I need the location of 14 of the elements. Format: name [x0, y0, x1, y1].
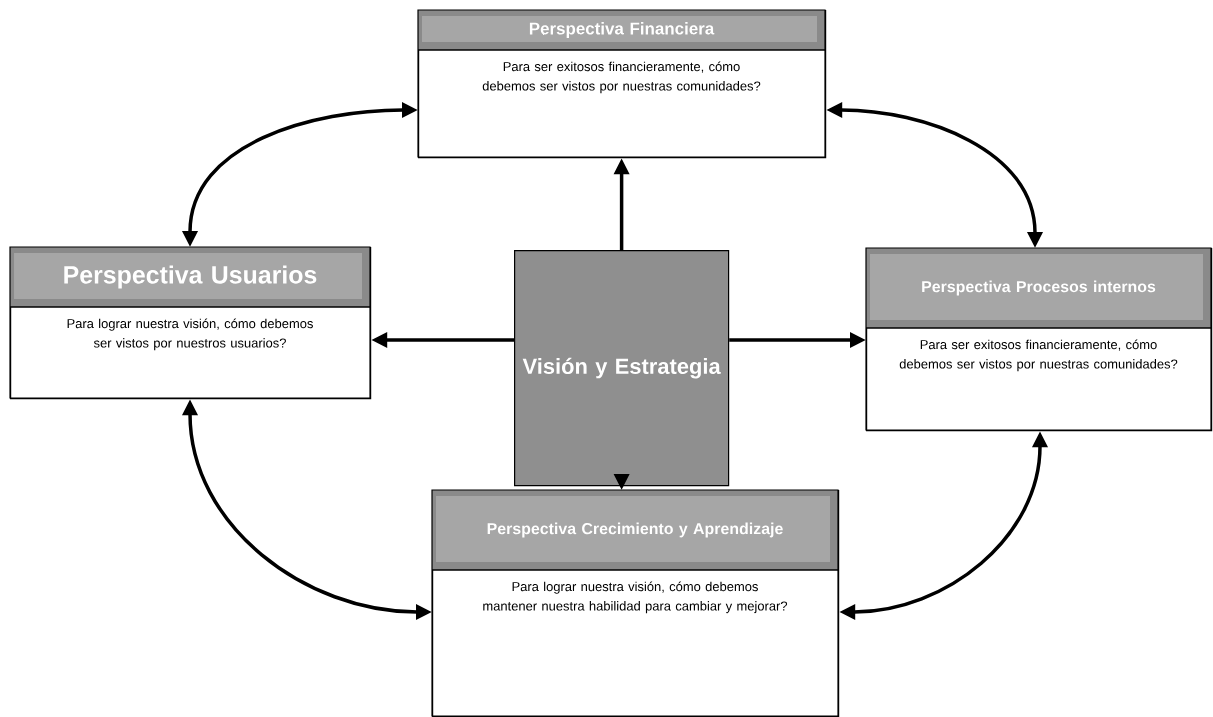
- card-body-text: Para ser exitosos financieramente, cómo debemos ser vistos por nuestras comunidades?: [899, 339, 1178, 372]
- perspective-card: [865, 247, 1213, 432]
- center-box: [514, 250, 730, 487]
- center-label: Visión y Estrategia: [522, 357, 721, 379]
- perspective-card: [9, 246, 372, 400]
- card-heading: Perspectiva Procesos internos: [922, 280, 1156, 296]
- card-body-text: Para lograr nuestra visión, cómo debemos ser vistos por nuestros usuarios?: [67, 318, 313, 351]
- perspective-card: [431, 489, 840, 717]
- perspective-card: [417, 9, 827, 159]
- card-heading: Perspectiva Usuarios: [64, 265, 317, 289]
- card-heading: Perspectiva Financiera: [529, 22, 715, 38]
- card-heading: Perspectiva Crecimiento y Aprendizaje: [487, 522, 783, 538]
- card-body-text: Para lograr nuestra visión, cómo debemos mantener nuestra habilidad para cambiar y mejorar?: [483, 581, 788, 614]
- card-body-text: Para ser exitosos financieramente, cómo debemos ser vistos por nuestras comunidades?: [482, 61, 761, 94]
